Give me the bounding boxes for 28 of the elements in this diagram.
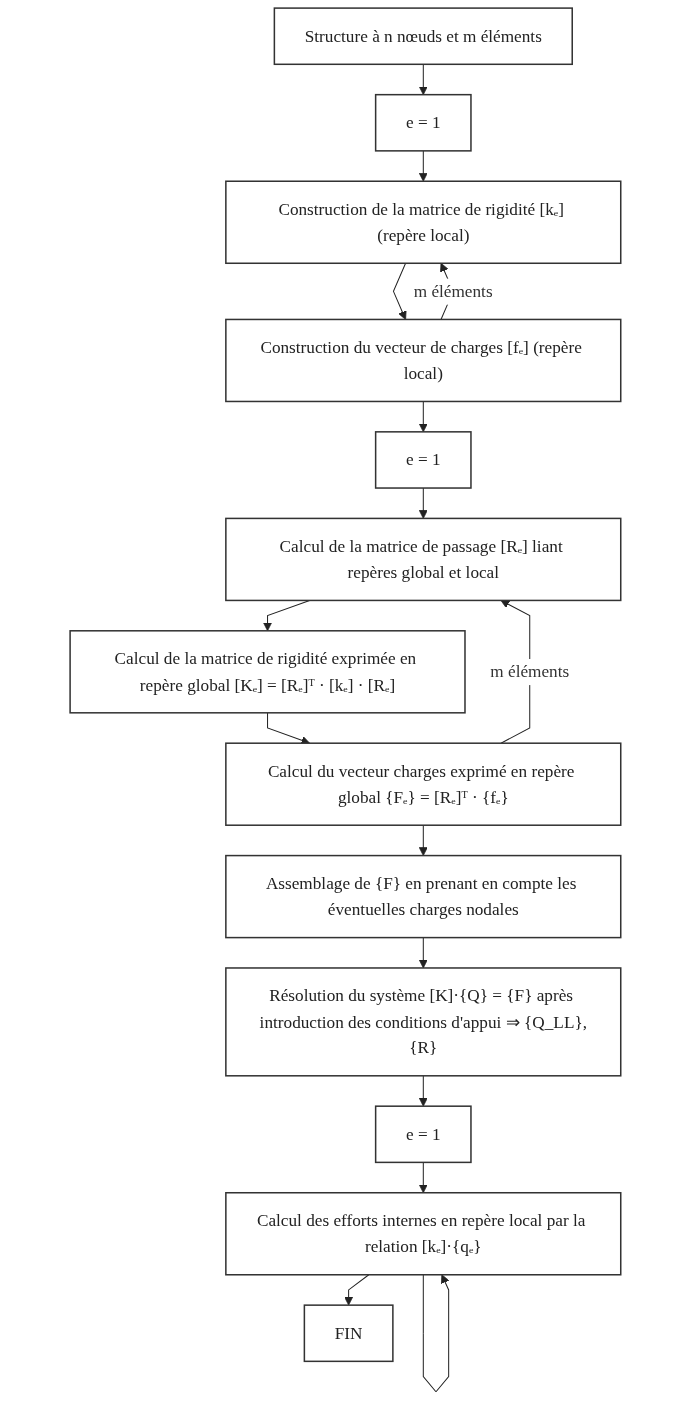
node-box	[224, 967, 622, 1077]
node-box	[374, 431, 472, 489]
arrow	[418, 937, 428, 969]
arrow	[266, 712, 310, 745]
node-box	[303, 1304, 394, 1363]
arrow	[418, 1161, 428, 1194]
arrow	[392, 262, 407, 320]
flowchart: Structure à n nœuds et m éléments e = 1 Construction de la matrice de rigidité [kₑ] (repère local) m éléments Construction du vecteur de charges [fₑ] (repère local) e = 1 Calcul de la matrice de passage [Rₑ] liant repères global et local Calcul de la matrice de rigidité exprimée en repère global [Kₑ] = [Rₑ]ᵀ · [kₑ] · [Rₑ] m éléments Calcul du vecteur charges exprimé en repère global {Fₑ} = [Rₑ]ᵀ · {fₑ} Assemblage de {F} en prenant en compte les éventuelles charges nodales Résolution du système [K]·{Q} = {F} après introduction des conditions d'appui ⇒ {Q_LL},{R} e = 1 Calcul des efforts internes en repère local par la relation [kₑ]·{qₑ} FIN	[61, 0, 629, 1400]
node-box	[224, 742, 622, 826]
node-box	[374, 1105, 472, 1164]
arrow	[418, 63, 428, 96]
node-box	[224, 854, 622, 939]
node-box	[224, 318, 622, 403]
arrow	[418, 824, 428, 856]
node-box	[374, 93, 472, 152]
node-box	[68, 630, 466, 714]
arrow	[418, 400, 428, 433]
arrow	[262, 599, 310, 632]
node-box	[273, 7, 573, 66]
node-box	[224, 180, 622, 264]
arrow	[418, 487, 428, 519]
arrow	[343, 1274, 369, 1306]
arrow	[418, 150, 428, 182]
edge-label: m éléments	[413, 281, 493, 301]
arrow	[418, 1075, 428, 1107]
edge-label: m éléments	[489, 661, 569, 682]
node-box	[224, 517, 622, 602]
node-box	[224, 1192, 622, 1276]
